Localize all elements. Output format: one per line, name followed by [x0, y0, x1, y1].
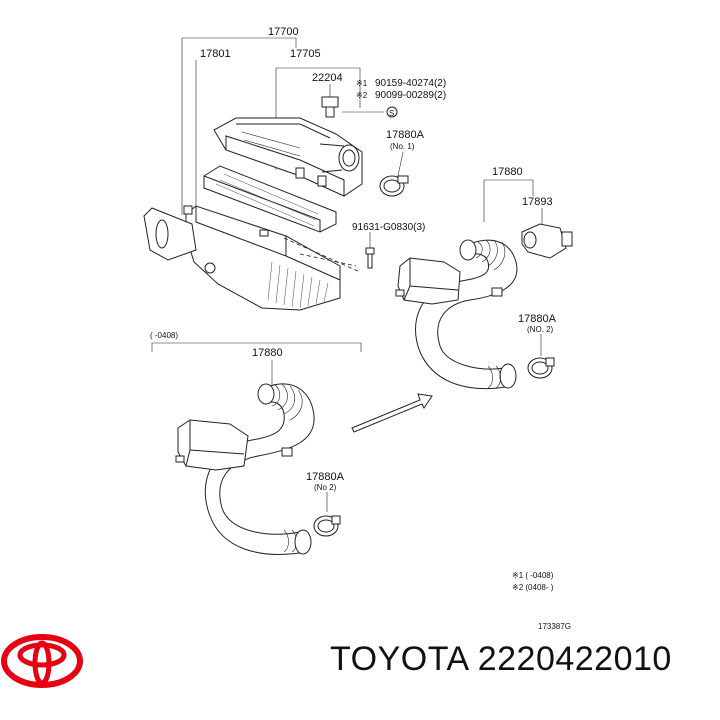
label-17880a-right: 17880A — [518, 313, 557, 325]
note-1: ※1 ( -0408) — [512, 571, 554, 580]
label-17880-right: 17880 — [492, 166, 523, 178]
label-bolt: 91631-G0830(3) — [352, 222, 425, 233]
diagram-code: 173387G — [538, 622, 571, 631]
note-2: ※2 (0408- ) — [512, 583, 554, 592]
label-no1: (No. 1) — [390, 142, 415, 151]
ref2-mark: ※2 — [356, 91, 368, 100]
circled-s-label: S — [389, 109, 394, 118]
label-no2-bottom: (No 2) — [314, 483, 337, 492]
label-17801: 17801 — [200, 48, 231, 60]
label-17880-left: 17880 — [252, 347, 283, 359]
intake-hose-right — [395, 239, 518, 390]
bolt — [365, 247, 375, 269]
hose-clamp-no2-bottom — [313, 515, 341, 537]
air-cleaner-case — [143, 205, 361, 311]
brand-part-number: TOYOTA 2220422010 — [330, 640, 672, 678]
direction-arrow — [351, 393, 433, 433]
intake-adapter-17893 — [521, 223, 573, 259]
label-17705: 17705 — [290, 48, 321, 60]
ref2-part: 90099-00289(2) — [375, 90, 446, 101]
hose-clamp-no1 — [379, 175, 409, 197]
label-17880a-bottom: 17880A — [306, 471, 345, 483]
hose-clamp-no2-right — [527, 357, 555, 379]
label-22204: 22204 — [312, 72, 343, 84]
label-17700: 17700 — [268, 26, 299, 38]
label-17893: 17893 — [522, 196, 553, 208]
label-range-left: ( -0408) — [150, 331, 178, 340]
label-no2-right: (NO. 2) — [527, 325, 554, 334]
airflow-meter-sensor — [321, 96, 398, 118]
air-filter-element — [203, 165, 337, 233]
ref1-mark: ※1 — [356, 79, 368, 88]
ref1-part: 90159-40274(2) — [375, 78, 446, 89]
air-cleaner-cap — [213, 117, 363, 197]
intake-hose-left — [175, 383, 315, 555]
label-17880a-top: 17880A — [386, 129, 425, 141]
toyota-logo — [1, 634, 83, 688]
